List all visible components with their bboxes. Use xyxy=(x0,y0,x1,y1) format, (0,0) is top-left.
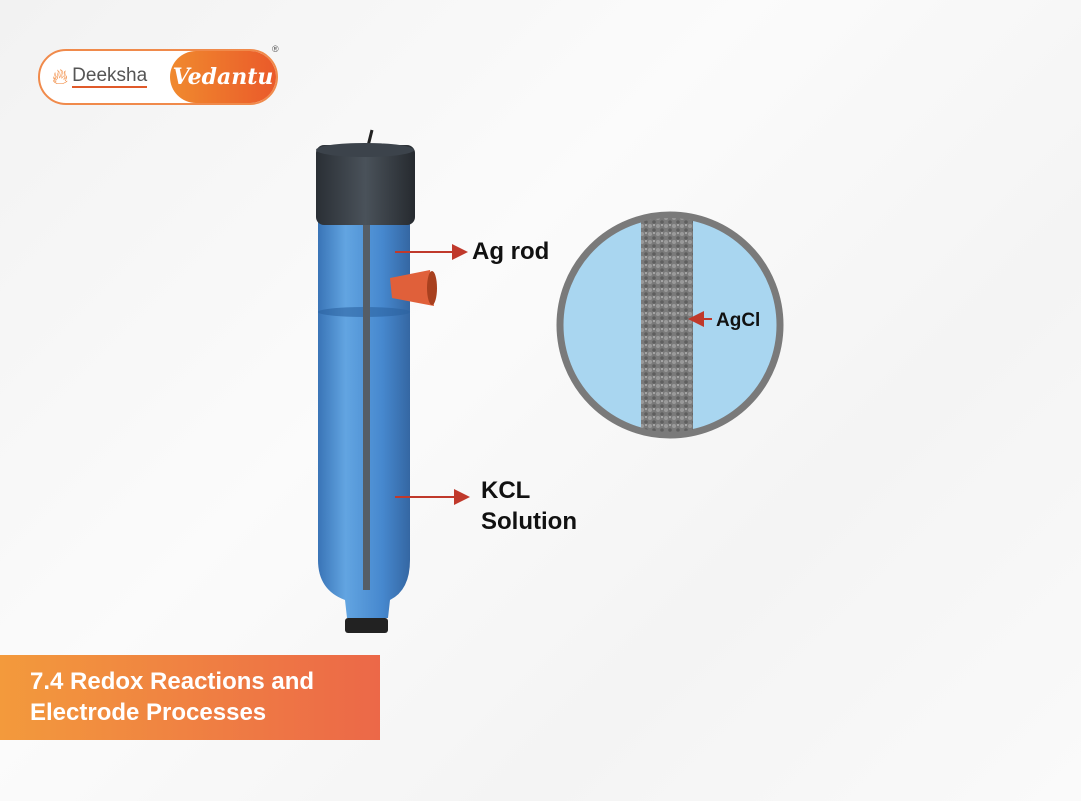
logo-deeksha-text: Deeksha xyxy=(72,65,148,88)
bottom-cap xyxy=(345,618,388,633)
ag-rod-label: Ag rod xyxy=(472,238,550,265)
kcl-label-line1: KCL xyxy=(481,477,531,504)
kcl-label-line2: Solution xyxy=(481,508,577,535)
kcl-label: KCL Solution xyxy=(481,475,577,537)
banner-line2: Electrode Processes xyxy=(30,699,267,726)
cap xyxy=(316,145,415,225)
flame-icon: 🔥︎ xyxy=(52,64,69,89)
topic-banner: 7.4 Redox Reactions and Electrode Proces… xyxy=(0,655,380,740)
brand-logo: 🔥︎ Deeksha Vedantu xyxy=(38,49,278,105)
ag-rod xyxy=(363,225,370,590)
trademark-mark: ® xyxy=(272,44,279,54)
stopper xyxy=(390,270,434,306)
logo-vedantu-text: Vedantu xyxy=(170,51,276,103)
agcl-coated-rod xyxy=(641,218,693,432)
agcl-label: AgCl xyxy=(716,310,761,331)
logo-deeksha: 🔥︎ Deeksha xyxy=(40,51,170,103)
banner-line1: 7.4 Redox Reactions and xyxy=(30,668,315,695)
